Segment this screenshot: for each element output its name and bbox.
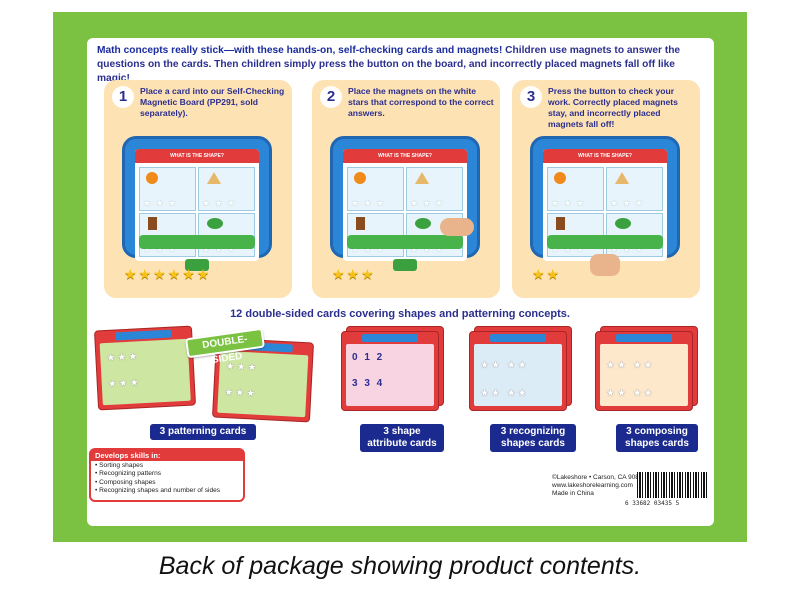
- card-cell: [139, 167, 196, 211]
- card-header: WHAT IS THE SHAPE?: [135, 149, 259, 163]
- card-inner: ★★ ★★ ★★ ★★: [600, 344, 688, 406]
- skill-item: Recognizing shapes and number of sides: [95, 487, 239, 495]
- rectangle-shape: [556, 217, 565, 230]
- star-row-icon: ★★ ★★: [606, 360, 655, 371]
- intro-lead: Math concepts really stick—with these ha…: [97, 45, 503, 56]
- circle-shape: [354, 172, 366, 184]
- card-header-bar: [115, 329, 172, 341]
- magnetic-board-image: WHAT IS THE SHAPE?: [330, 136, 480, 271]
- side-number-row: 3 3 4: [352, 378, 385, 389]
- check-button-bar: [139, 235, 255, 249]
- patterning-card-front: ★★★ ★★★: [93, 325, 197, 411]
- check-button-bar: [547, 235, 663, 249]
- step-text: Press the button to check your work. Cor…: [548, 86, 678, 129]
- triangle-shape: [207, 172, 221, 184]
- card-header: WHAT IS THE SHAPE?: [543, 149, 667, 163]
- step-text: Place the magnets on the white stars tha…: [348, 86, 494, 118]
- barcode-icon: [637, 472, 709, 498]
- step-3-panel: 3 Press the button to check your work. C…: [512, 80, 700, 298]
- card-cell: [347, 167, 404, 211]
- check-button-bar: [347, 235, 463, 249]
- cards-title: 12 double-sided cards covering shapes an…: [230, 308, 570, 320]
- triangle-shape: [415, 172, 429, 184]
- star-magnets-icon: ★★★: [332, 266, 376, 282]
- card-inner: ★★ ★★ ★★ ★★: [474, 344, 562, 406]
- card-header-bar: [490, 334, 546, 342]
- magnetic-board-image: WHAT IS THE SHAPE?: [530, 136, 680, 271]
- magnetic-board-image: WHAT IS THE SHAPE?: [122, 136, 272, 271]
- oval-shape: [615, 218, 631, 229]
- skill-item: Recognizing patterns: [95, 470, 239, 478]
- image-caption: Back of package showing product contents…: [158, 552, 642, 580]
- card-cell: [547, 167, 604, 211]
- circle-shape: [554, 172, 566, 184]
- skills-list: Sorting shapes Recognizing patterns Comp…: [91, 461, 243, 497]
- skill-item: Composing shapes: [95, 479, 239, 487]
- card-group-label: 3 patterning cards: [150, 424, 256, 440]
- card-header: WHAT IS THE SHAPE?: [343, 149, 467, 163]
- card-header-bar: [616, 334, 672, 342]
- step-number: 2: [320, 86, 342, 108]
- star-row-icon: ★★★: [106, 351, 140, 364]
- child-hand-icon: [590, 254, 620, 276]
- manufacturer-info: ©Lakeshore • Carson, CA 90895 www.lakesh…: [552, 474, 646, 498]
- maker-line: www.lakeshorelearning.com: [552, 482, 633, 489]
- triangle-shape: [615, 172, 629, 184]
- intro-rest: Children use magnets to answer the quest…: [97, 45, 681, 84]
- barcode-number: 6 33682 03435 5: [625, 500, 680, 507]
- side-number-row: 0 1 2: [352, 352, 385, 363]
- skills-box: Develops skills in: Sorting shapes Recog…: [89, 448, 245, 502]
- step-number: 1: [112, 86, 134, 108]
- skills-heading: Develops skills in:: [91, 450, 243, 461]
- rectangle-shape: [356, 217, 365, 230]
- maker-line: ©Lakeshore • Carson, CA 90895: [552, 474, 647, 481]
- card-inner: ★★★ ★★★: [99, 338, 191, 406]
- intro-paragraph: Math concepts really stick—with these ha…: [97, 44, 707, 86]
- star-magnets-icon: ★★: [532, 266, 562, 282]
- circle-shape: [146, 172, 158, 184]
- card-cell: [406, 167, 463, 211]
- star-row-icon: ★★ ★★: [480, 388, 529, 399]
- star-row-icon: ★★ ★★: [480, 360, 529, 371]
- card-cell: [606, 167, 663, 211]
- star-magnets-icon: ★★★★★★: [124, 266, 212, 282]
- shape-attribute-card: 0 1 2 3 3 4: [341, 331, 439, 411]
- oval-shape: [415, 218, 431, 229]
- board-knob: [185, 259, 209, 271]
- step-2-panel: 2 Place the magnets on the white stars t…: [312, 80, 500, 298]
- maker-line: Made in China: [552, 490, 594, 497]
- star-row-icon: ★★★: [224, 386, 258, 400]
- card-header-bar: [362, 334, 418, 342]
- composing-shapes-card: ★★ ★★ ★★ ★★: [595, 331, 693, 411]
- board-knob: [393, 259, 417, 271]
- rectangle-shape: [148, 217, 157, 230]
- step-number: 3: [520, 86, 542, 108]
- recognizing-shapes-card: ★★ ★★ ★★ ★★: [469, 331, 567, 411]
- step-1-panel: 1 Place a card into our Self-Checking Ma…: [104, 80, 292, 298]
- card-group-label: 3 composing shapes cards: [616, 424, 698, 452]
- card-inner: 0 1 2 3 3 4: [346, 344, 434, 406]
- card-group-label: 3 recognizing shapes cards: [490, 424, 576, 452]
- step-text: Place a card into our Self-Checking Magn…: [140, 86, 285, 118]
- star-row-icon: ★★ ★★: [606, 388, 655, 399]
- star-row-icon: ★★★: [107, 377, 141, 390]
- card-cell: [198, 167, 255, 211]
- child-hand-icon: [440, 218, 474, 236]
- oval-shape: [207, 218, 223, 229]
- card-group-label: 3 shape attribute cards: [360, 424, 444, 452]
- skill-item: Sorting shapes: [95, 462, 239, 470]
